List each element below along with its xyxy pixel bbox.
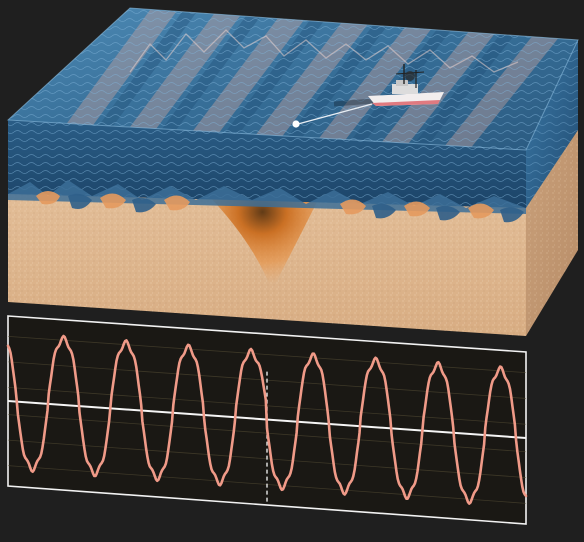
sound-pulse-icon xyxy=(292,120,300,128)
water-column xyxy=(8,40,578,208)
towed-sonar xyxy=(292,103,373,128)
subsurface-anomaly xyxy=(205,185,320,290)
water-front-texture xyxy=(8,120,526,208)
signal-trace xyxy=(6,334,528,505)
seabed-side-texture xyxy=(526,130,578,336)
survey-ship-icon xyxy=(333,64,444,107)
panel-border xyxy=(7,315,527,525)
signal-panel xyxy=(6,315,528,525)
water-side-texture xyxy=(526,40,578,208)
seafloor-ridges-front xyxy=(8,180,526,223)
